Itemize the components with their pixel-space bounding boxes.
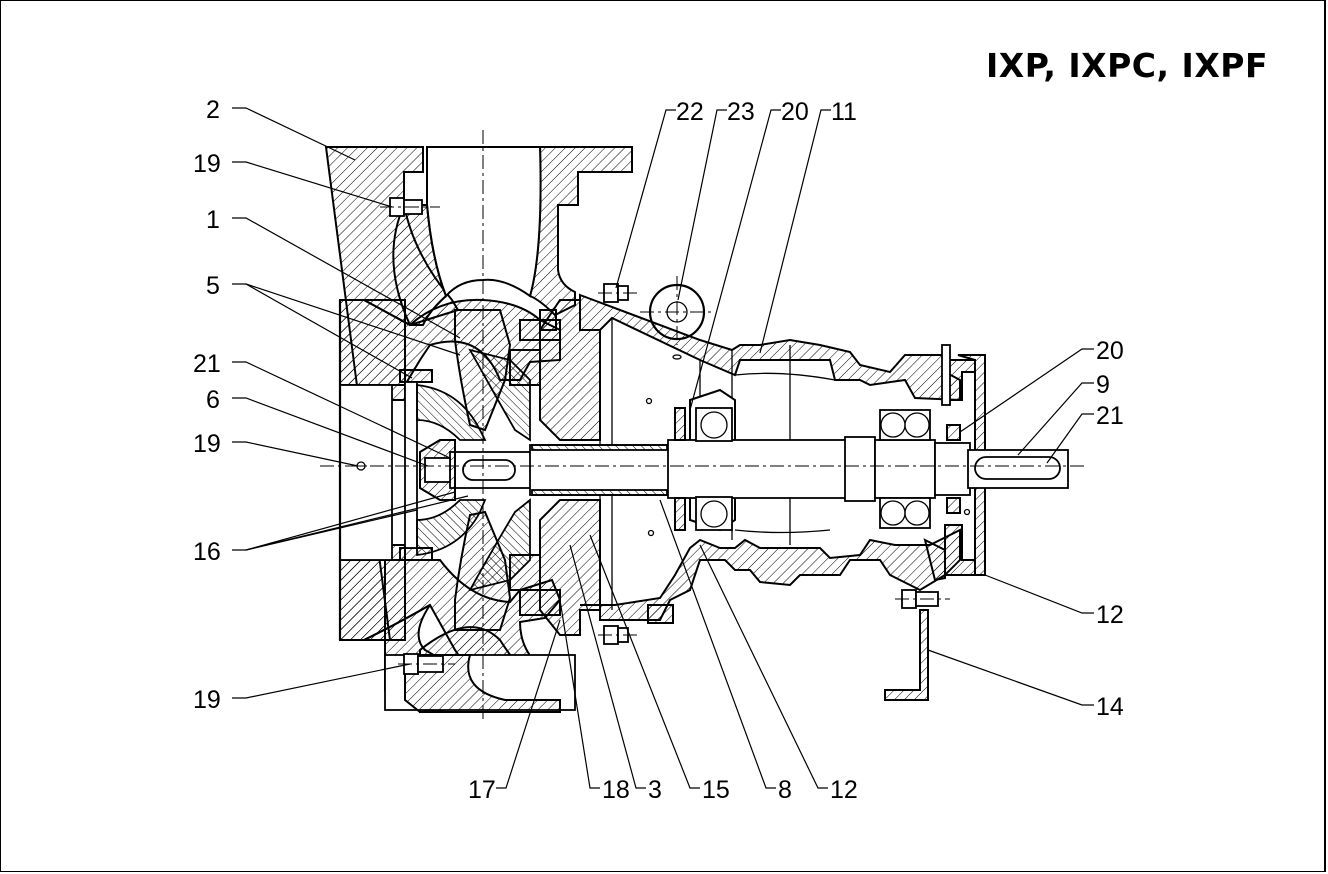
leader-lines bbox=[232, 107, 1094, 789]
callout-12-right: 12 bbox=[1096, 601, 1124, 629]
support-foot bbox=[884, 609, 929, 701]
callout-19-mid: 19 bbox=[193, 430, 221, 458]
callout-23: 23 bbox=[727, 98, 755, 126]
callout-14: 14 bbox=[1096, 693, 1124, 721]
callout-21-right: 21 bbox=[1096, 402, 1124, 430]
callout-6: 6 bbox=[206, 386, 220, 414]
callout-20-right: 20 bbox=[1096, 337, 1124, 365]
bearings bbox=[674, 407, 961, 531]
callout-18: 18 bbox=[602, 776, 630, 804]
drawing-title: IXP, IXPC, IXPF bbox=[986, 46, 1268, 85]
callout-22: 22 bbox=[676, 98, 704, 126]
callout-20-top: 20 bbox=[781, 98, 809, 126]
callout-15: 15 bbox=[702, 776, 730, 804]
callout-11: 11 bbox=[831, 98, 857, 126]
callout-16: 16 bbox=[193, 538, 221, 566]
callout-8: 8 bbox=[778, 776, 792, 804]
callout-1: 1 bbox=[206, 206, 220, 234]
callouts: 2 19 1 5 21 6 19 16 19 22 23 20 11 20 9 … bbox=[193, 96, 1124, 804]
callout-9: 9 bbox=[1096, 371, 1110, 399]
callout-19-bottom: 19 bbox=[193, 686, 221, 714]
callout-17: 17 bbox=[468, 776, 496, 804]
shaft bbox=[419, 436, 1069, 502]
callout-2: 2 bbox=[206, 96, 220, 124]
callout-19-top: 19 bbox=[193, 150, 221, 178]
callout-21-left: 21 bbox=[193, 350, 221, 378]
callout-12-bottom: 12 bbox=[830, 776, 858, 804]
callout-3: 3 bbox=[648, 776, 662, 804]
impeller bbox=[416, 309, 541, 631]
callout-5: 5 bbox=[206, 272, 220, 300]
